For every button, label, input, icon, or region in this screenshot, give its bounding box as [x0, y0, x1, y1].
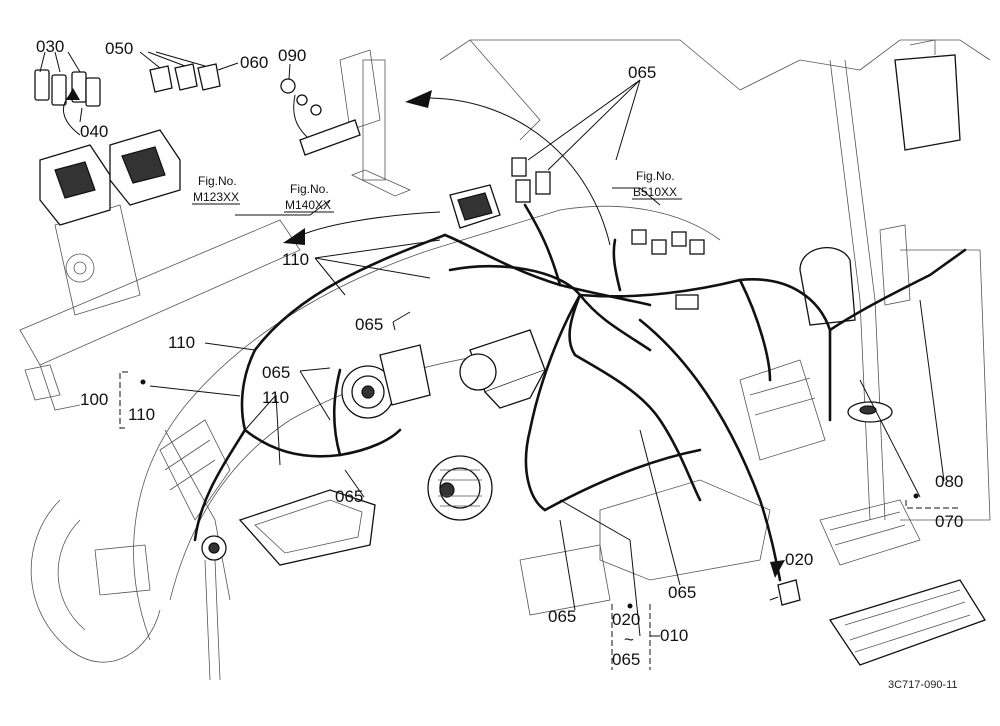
assembly-arrows [62, 88, 785, 578]
drawing-number: 3C717-090-11 [888, 679, 958, 691]
tractor-outline [19, 39, 991, 681]
fig-ref-m140-value: M140XX [285, 198, 331, 212]
switch-020 [769, 579, 801, 606]
fig-ref-b510-label: Fig.No. [636, 169, 675, 183]
starter-motor [459, 329, 546, 409]
fig-ref-b510-value: B510XX [633, 185, 677, 199]
callout-labels: 030 040 050 060 090 065 110 065 110 065 … [36, 37, 963, 669]
callout-065-left: 065 [262, 363, 290, 382]
ground-terminal-090 [280, 78, 361, 156]
callout-070: 070 [935, 512, 963, 531]
callout-065-group: 065 [612, 650, 640, 669]
callout-020-group: 020 [612, 610, 640, 629]
fig-ref-m140-label: Fig.No. [290, 182, 329, 196]
connectors-050 [149, 63, 221, 93]
callout-040: 040 [80, 122, 108, 141]
alternator [427, 455, 493, 521]
callout-110-mid: 110 [262, 388, 289, 407]
callout-060: 060 [240, 53, 268, 72]
fig-ref-m123-value: M123XX [193, 190, 239, 204]
fig-ref-m123-label: Fig.No. [198, 174, 237, 188]
callout-100: 100 [80, 390, 108, 409]
fuel-sender [847, 401, 893, 423]
callout-110-left: 110 [168, 333, 195, 352]
callout-080: 080 [935, 472, 963, 491]
callout-030: 030 [36, 37, 64, 56]
callout-065-bottom: 065 [548, 607, 576, 626]
callout-065-right: 065 [668, 583, 696, 602]
main-wiring-harness [193, 203, 967, 582]
callout-tilde: ~ [624, 630, 634, 649]
callout-110-top: 110 [282, 250, 309, 269]
callout-010: 010 [660, 626, 688, 645]
callout-050: 050 [105, 39, 133, 58]
horn [201, 535, 227, 561]
center-relays [449, 157, 705, 310]
callout-110-group: 110 [128, 405, 155, 424]
fuse-holders-030 [34, 69, 101, 107]
callout-065-mid: 065 [355, 315, 383, 334]
leader-lines [39, 51, 945, 637]
figure-references: Fig.No. M123XX Fig.No. M140XX Fig.No. B5… [192, 169, 682, 213]
callout-090: 090 [278, 46, 306, 65]
callout-065-alt: 065 [335, 487, 363, 506]
group-brackets [119, 371, 960, 670]
ac-compressor [341, 344, 431, 419]
callout-065-top: 065 [628, 63, 656, 82]
callout-020-right: 020 [785, 550, 813, 569]
relay-boxes-left [39, 129, 181, 226]
